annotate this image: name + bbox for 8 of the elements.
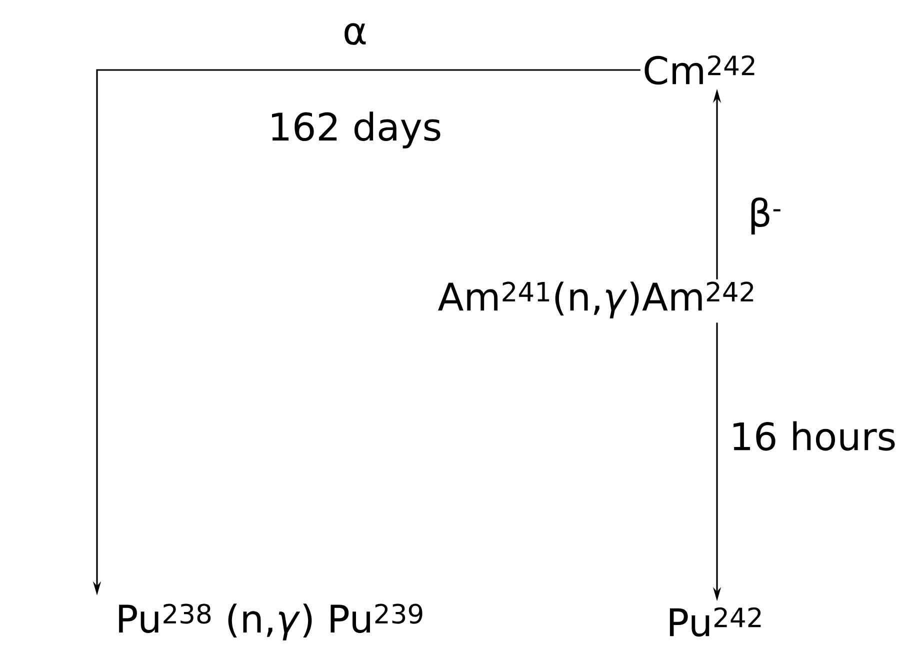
edge-label: β$^{-}$ [751, 198, 780, 234]
edge-label: α [344, 23, 366, 45]
nuclide-label: Am$^{241}$(n,γ)Am$^{242}$ [438, 282, 754, 318]
nuclide-label: Pu$^{238}$ (n,γ) Pu$^{239}$ [119, 604, 422, 640]
half-life-label: 162 days [272, 112, 440, 148]
edge-label: 16 hours [734, 421, 895, 451]
nuclide-label: Pu$^{242}$ [670, 607, 761, 637]
nuclide-label: Cm$^{242}$ [644, 55, 754, 85]
